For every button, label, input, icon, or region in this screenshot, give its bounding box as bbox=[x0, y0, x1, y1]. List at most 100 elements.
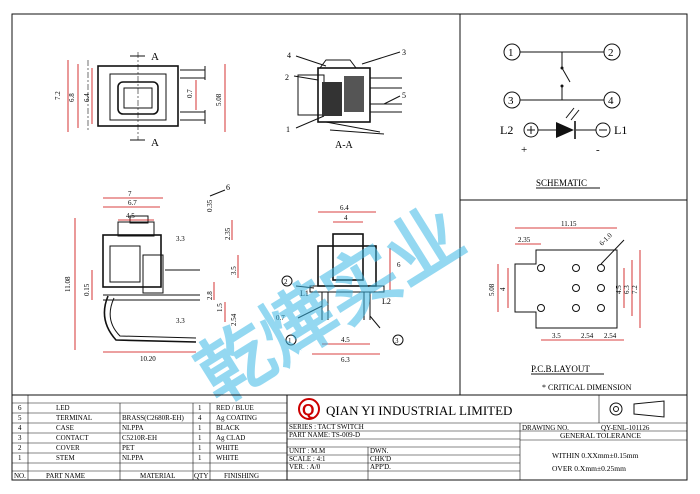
pin-1-label: 1 bbox=[508, 47, 514, 59]
label-l2-schematic: L2 bbox=[500, 123, 513, 137]
bom-cell-finishing: WHITE bbox=[216, 444, 239, 452]
side-view-case bbox=[102, 234, 162, 288]
bom-cell-part: LED bbox=[56, 404, 70, 412]
projection-symbol-cone bbox=[633, 400, 665, 418]
drawing-no: QY-ENL-101126 bbox=[601, 424, 650, 432]
tolerance-title: GENERAL TOLERANCE bbox=[560, 431, 641, 440]
bom-cell-no: 4 bbox=[18, 424, 22, 432]
section-stem-cap bbox=[297, 74, 325, 116]
pin-4-label: 4 bbox=[608, 95, 614, 107]
bom-cell-material: PET bbox=[122, 444, 135, 452]
front-view-base bbox=[309, 285, 385, 293]
dim-6-4: 6.4 bbox=[83, 93, 91, 102]
pcb-layout: 11.15 2.35 6-1.0 5.08 4 4.5 6.3 7.2 3.5 … bbox=[488, 220, 641, 392]
version-label: VER. : A/0 bbox=[289, 463, 321, 471]
dim-7: 7 bbox=[128, 190, 132, 198]
dim-5-08: 5.08 bbox=[215, 93, 223, 106]
minus-sign: - bbox=[596, 144, 600, 156]
bom-cell-qty: 1 bbox=[198, 404, 202, 412]
side-view-stem bbox=[117, 221, 155, 237]
bom-cell-no: 1 bbox=[18, 454, 22, 462]
bom-cell-qty: 4 bbox=[198, 414, 202, 422]
side-view: 7 6.7 4.5 0.35 3.3 2.35 3.5 2.8 0.15 1.5… bbox=[64, 183, 239, 363]
bom-header-qty: QTY bbox=[194, 472, 208, 480]
watermark-text: 乾燁实业 bbox=[182, 190, 479, 420]
tolerance-over: OVER 0.Xmm±0.25mm bbox=[552, 464, 626, 473]
front-callout-1: 1 bbox=[288, 337, 292, 345]
bom-header-no: NO. bbox=[14, 472, 26, 480]
pcb-dim-4-5: 4.5 bbox=[615, 285, 623, 294]
callout-4: 4 bbox=[287, 51, 291, 60]
pcb-hole bbox=[572, 264, 580, 272]
callout-1: 1 bbox=[286, 125, 290, 134]
dim-11-08: 11.08 bbox=[64, 276, 72, 292]
pcb-hole bbox=[572, 304, 580, 312]
dim-3-3b: 3.3 bbox=[176, 317, 185, 325]
company-logo bbox=[298, 398, 320, 420]
pcb-hole bbox=[537, 264, 545, 272]
bom-cell-material: C5210R-EH bbox=[122, 434, 157, 442]
bom-cell-no: 3 bbox=[18, 434, 22, 442]
dim-6-4-front: 6.4 bbox=[340, 204, 349, 212]
pcb-hole bbox=[597, 264, 605, 272]
schematic-title: SCHEMATIC bbox=[536, 178, 587, 188]
dim-0-7-front: 0.7 bbox=[276, 314, 285, 322]
dim-6-7: 6.7 bbox=[128, 199, 137, 207]
dim-7-2: 7.2 bbox=[54, 91, 62, 100]
dim-3-5: 3.5 bbox=[230, 266, 238, 275]
pcb-dim-2-54a: 2.54 bbox=[581, 332, 594, 340]
label-l2: L2 bbox=[382, 297, 391, 306]
pcb-hole bbox=[572, 284, 580, 292]
drawing-no-label: DRAWING NO. bbox=[522, 424, 569, 432]
dim-0-15: 0.15 bbox=[83, 283, 91, 296]
dim-10-20: 10.20 bbox=[140, 355, 156, 363]
top-view: A A 7.2 6.8 6.4 0.7 5.08 bbox=[54, 51, 226, 149]
company-name: QIAN YI INDUSTRIAL LIMITED bbox=[326, 403, 512, 418]
pcb-dim-5-08: 5.08 bbox=[488, 283, 496, 296]
bom-cell-finishing: WHITE bbox=[216, 454, 239, 462]
bom-cell-no: 2 bbox=[18, 444, 22, 452]
pcb-hole bbox=[597, 304, 605, 312]
section-mark-a-top: A bbox=[151, 51, 159, 63]
dwn-label: DWN. bbox=[370, 447, 389, 455]
company-logo-letter: Q bbox=[302, 402, 314, 419]
bom-cell-finishing: Ag CLAD bbox=[216, 434, 245, 442]
pcb-dim-11-15: 11.15 bbox=[561, 220, 577, 228]
dim-6-3-front: 6.3 bbox=[341, 356, 350, 364]
pin-2-label: 2 bbox=[608, 47, 614, 59]
schematic: 1 2 3 4 L2 L1 + - SCHEMATIC bbox=[500, 43, 627, 189]
bom-cell-qty: 1 bbox=[198, 444, 202, 452]
bom-cell-material: BRASS(C2680R-EH) bbox=[122, 414, 185, 422]
dim-3-3: 3.3 bbox=[176, 235, 185, 243]
bom-cell-qty: 1 bbox=[198, 454, 202, 462]
bom-cell-finishing: RED / BLUE bbox=[216, 404, 254, 412]
section-stem-hatch bbox=[322, 82, 342, 116]
pcb-dim-3-5: 3.5 bbox=[552, 332, 561, 340]
dim-1-5: 1.5 bbox=[216, 303, 224, 312]
dim-0-35: 0.35 bbox=[206, 199, 214, 212]
plus-sign: + bbox=[521, 144, 527, 156]
pcb-dim-6-3: 6.3 bbox=[623, 285, 631, 294]
pcb-dim-2-35: 2.35 bbox=[518, 236, 531, 244]
dim-2-35: 2.35 bbox=[224, 227, 232, 240]
pcb-hole bbox=[597, 284, 605, 292]
dim-6-8: 6.8 bbox=[68, 93, 76, 102]
series-label: SERIES : TACT SWITCH bbox=[289, 423, 364, 431]
bom-cell-material: NLPPA bbox=[122, 454, 144, 462]
dim-0-7: 0.7 bbox=[186, 89, 194, 98]
bom-cell-no: 5 bbox=[18, 414, 22, 422]
bom-header-part: PART NAME bbox=[46, 472, 85, 480]
front-view-stem bbox=[332, 233, 364, 281]
led-diode-symbol bbox=[556, 122, 574, 138]
scale-label: SCALE : 4:1 bbox=[289, 455, 326, 463]
bom-header-finishing: FINISHING bbox=[224, 472, 259, 480]
bom-cell-part: COVER bbox=[56, 444, 80, 452]
callout-2: 2 bbox=[285, 73, 289, 82]
front-callout-2: 2 bbox=[284, 278, 288, 286]
front-view: 6.4 4 6 0.7 L1 L2 4.5 6.3 2 1 3 bbox=[276, 204, 404, 364]
callout-6: 6 bbox=[226, 183, 230, 192]
bom-cell-finishing: Ag COATING bbox=[216, 414, 257, 422]
pcb-outline bbox=[514, 249, 618, 329]
dim-2-54: 2.54 bbox=[230, 313, 238, 326]
